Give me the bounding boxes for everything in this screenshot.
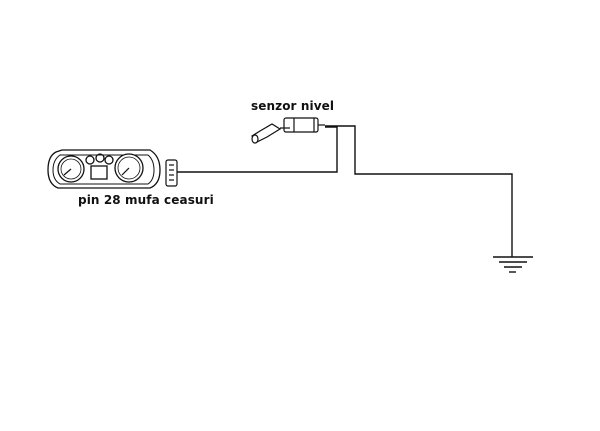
sensor-label: senzor nivel: [251, 99, 335, 113]
level-sensor-icon: [251, 117, 325, 144]
instrument-cluster-icon: [47, 149, 161, 189]
pin-label: pin 28 mufa ceasuri: [78, 193, 214, 207]
ground-icon: [493, 256, 533, 273]
connector-icon: [165, 159, 178, 187]
wire: [177, 125, 513, 257]
